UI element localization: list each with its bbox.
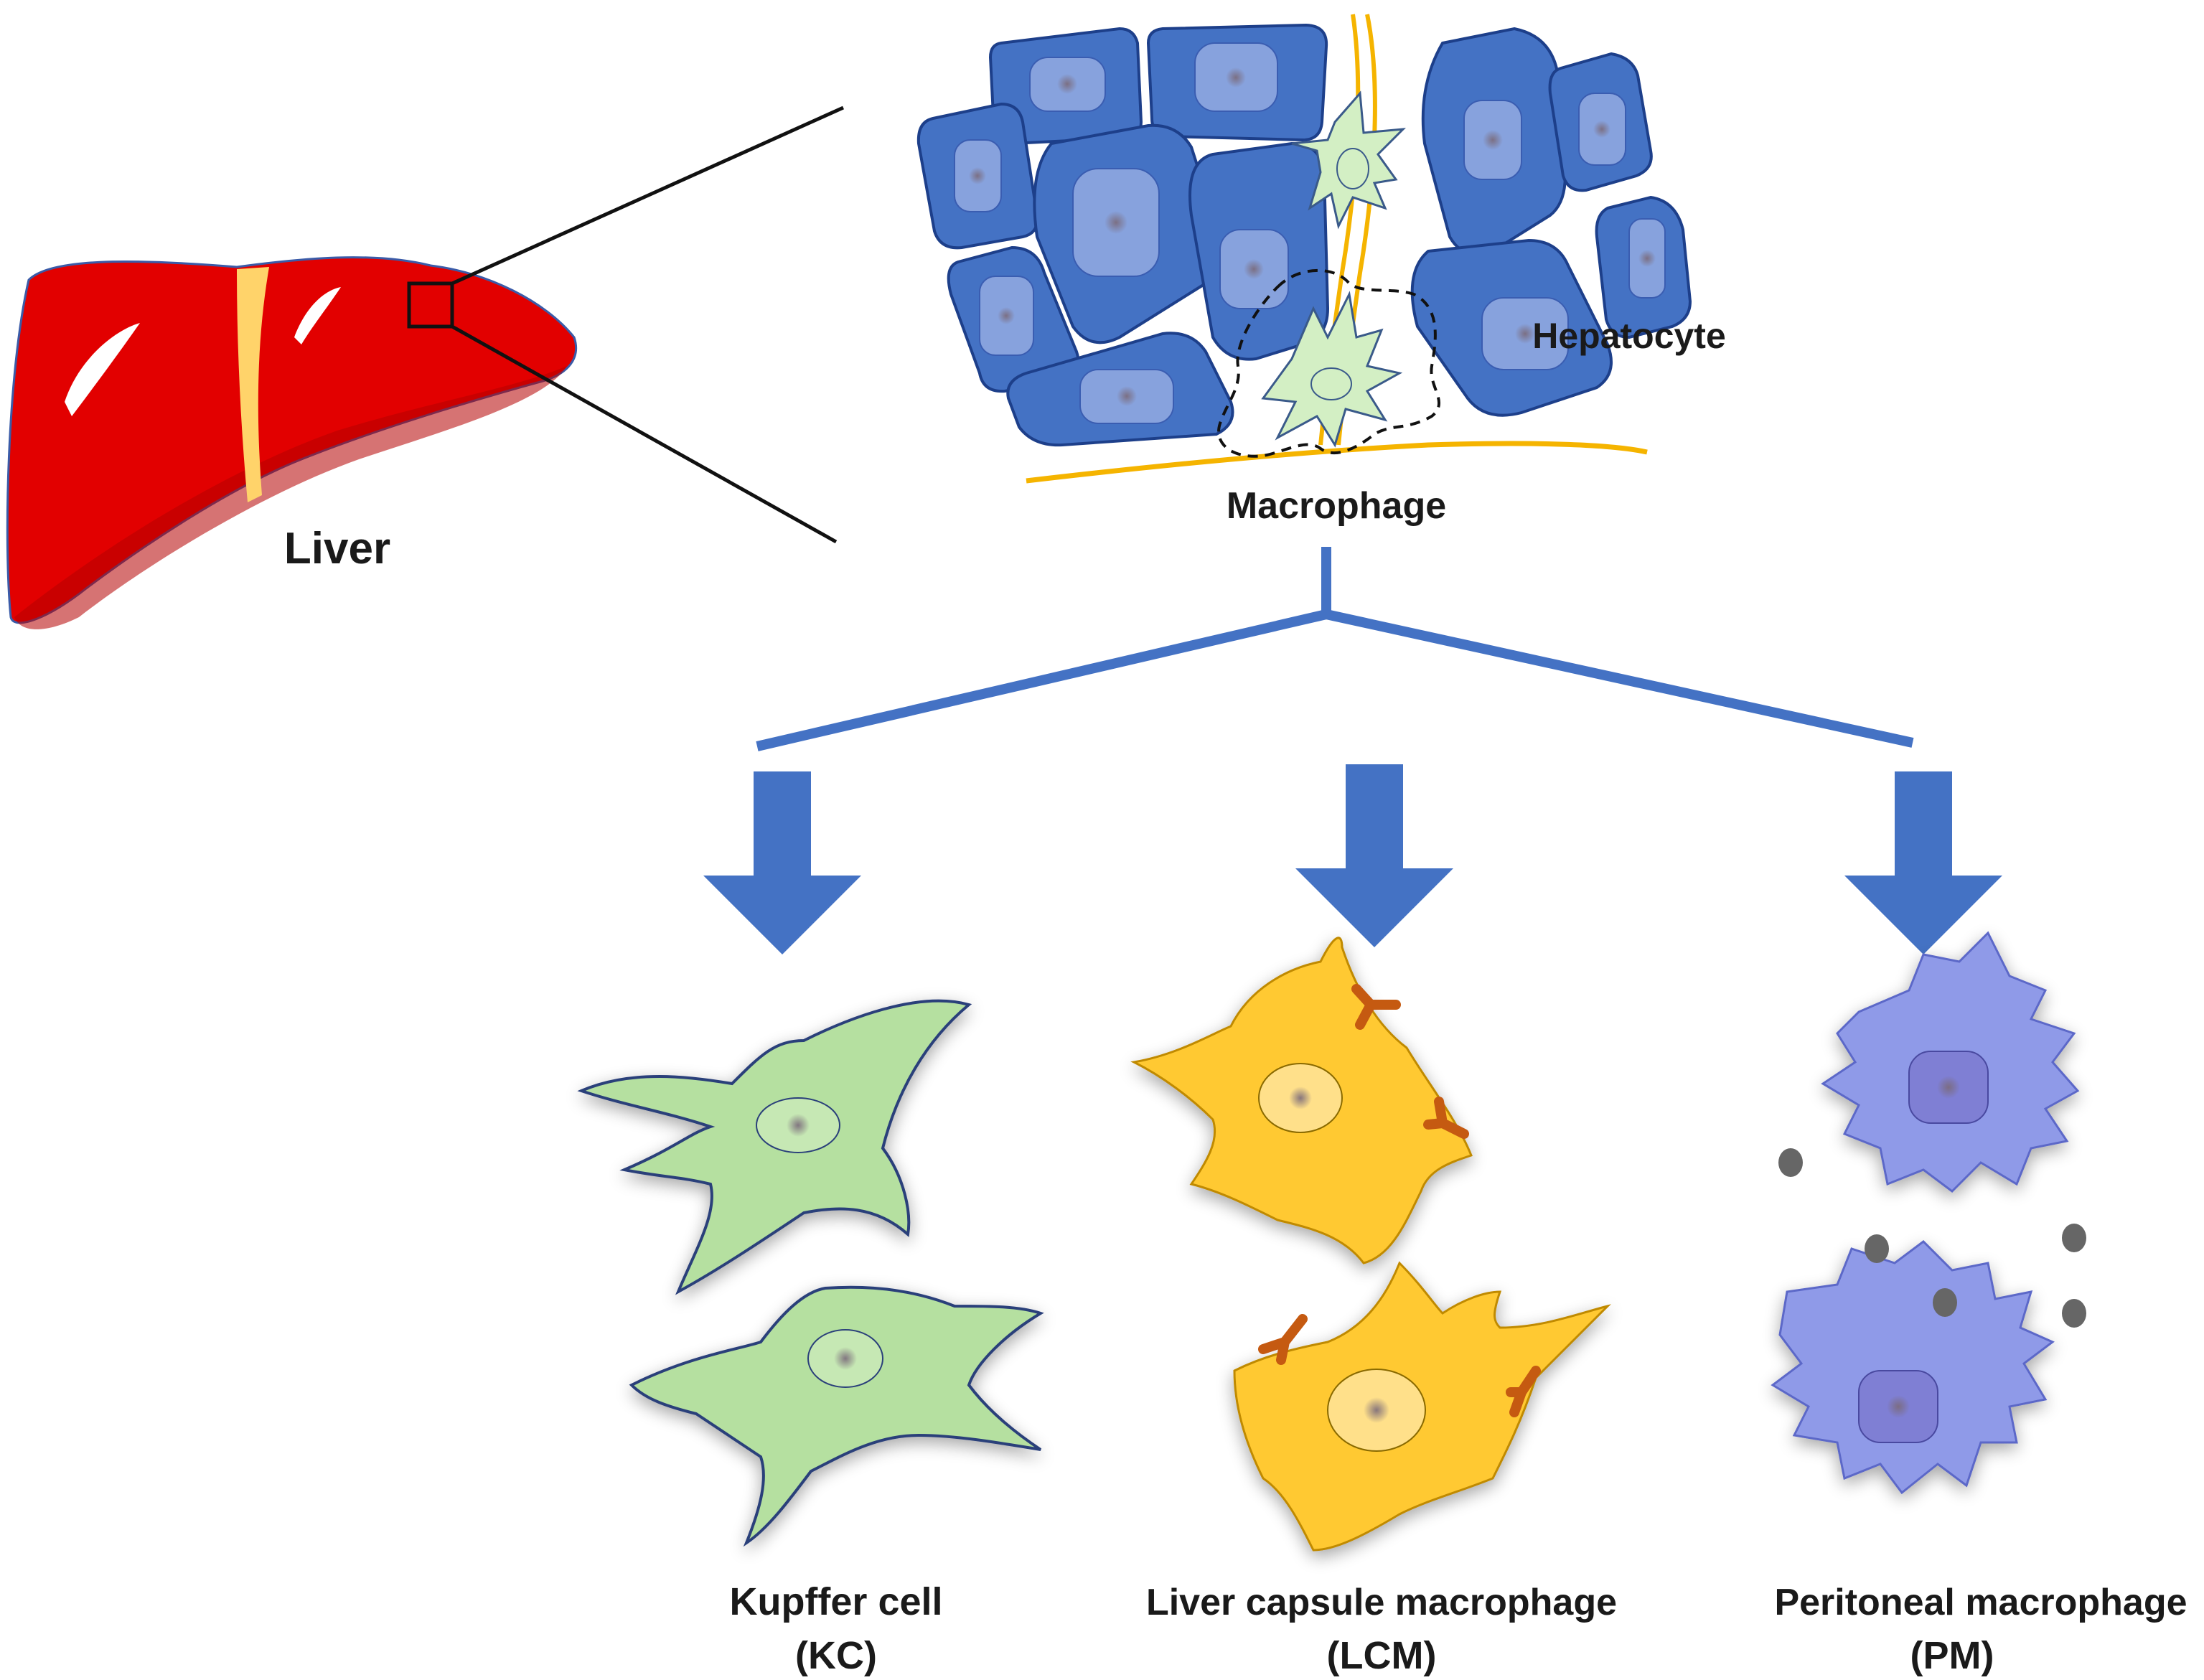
kupffer-cell-group: [577, 999, 1044, 1547]
tissue-macrophage-lower: [1261, 291, 1403, 448]
arrow-down-icon: [1295, 764, 1453, 947]
capsule-macrophage-abbr: (LCM): [1327, 1634, 1437, 1677]
sinusoid-vessel-bottom: [1026, 441, 1648, 484]
zoom-box-icon: [407, 281, 454, 329]
zoom-line-bottom: [451, 324, 838, 544]
y-shaped-receptor-icon: [1506, 1366, 1541, 1417]
antibody-receptors: [1258, 984, 1541, 1417]
macrophage-label: Macrophage: [1227, 485, 1446, 527]
arrow-group: [703, 764, 2002, 954]
secreted-granules: [1778, 1148, 2086, 1328]
liver-label: Liver: [284, 524, 390, 573]
peritoneal-macrophage-lower: [1771, 1240, 2055, 1495]
tissue-macrophage-upper-nucleus: [1336, 148, 1369, 189]
kupffer-cell-lower: [629, 1285, 1044, 1547]
hepatocyte-label: Hepatocyte: [1532, 316, 1726, 356]
liver-illustration: Liver: [6, 105, 845, 629]
y-shaped-receptor-icon: [1258, 1314, 1308, 1365]
tissue-macrophage-lower-nucleus: [1310, 367, 1352, 400]
kupffer-cell-label: Kupffer cell: [729, 1580, 942, 1623]
arrow-down-icon: [703, 771, 861, 954]
peritoneal-macrophage-label: Peritoneal macrophage: [1774, 1582, 2187, 1623]
y-shaped-receptor-icon: [1351, 984, 1401, 1030]
y-shaped-receptor-icon: [1423, 1097, 1469, 1139]
liver-tissue-section: Hepatocyte Macrophage: [916, 14, 1726, 527]
peritoneal-macrophage-abbr: (PM): [1910, 1634, 1994, 1677]
capsule-macrophage-group: [1130, 937, 1611, 1552]
liver-ligament: [237, 267, 269, 502]
zoom-line-top: [451, 105, 845, 286]
kupffer-cell-abbr: (KC): [795, 1634, 877, 1677]
capsule-macrophage-label: Liver capsule macrophage: [1146, 1582, 1617, 1623]
hepatocyte-nucleus-dots: [969, 67, 1656, 406]
liver-highlight-left: [65, 323, 140, 416]
tissue-macrophage-upper: [1291, 90, 1406, 230]
peritoneal-macrophage-group: [1771, 931, 2080, 1495]
branch-connector: [756, 547, 1914, 751]
liver-shadow: [14, 366, 567, 629]
liver-highlight-right: [294, 287, 341, 344]
arrow-down-icon: [1844, 771, 2002, 954]
